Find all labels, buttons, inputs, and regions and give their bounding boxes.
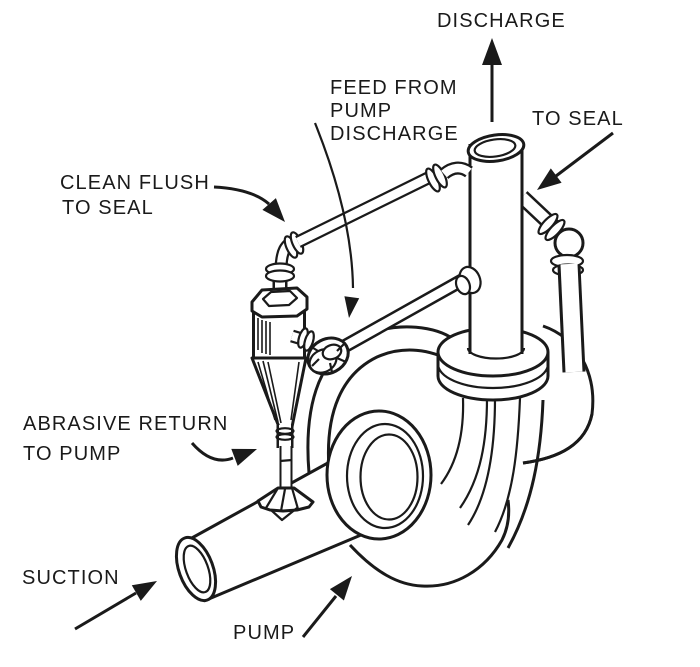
feed-leader-line [313, 122, 355, 289]
throat-band-line [440, 397, 465, 485]
suction-arrow-line [74, 591, 137, 631]
pump-arrow-line [301, 595, 338, 638]
suction-pipe-bore [182, 544, 212, 594]
tee-fitting-hub [321, 343, 343, 361]
cyclone-skirt-facet [265, 487, 279, 509]
cyclone-cone-hatch [262, 360, 279, 423]
throat-band-line [459, 397, 489, 509]
cyclone-hex-cap-facet [261, 289, 299, 308]
hub-inner-ring [359, 433, 419, 521]
suction-arrow-head [131, 581, 157, 601]
tee-stub-ring [303, 330, 315, 352]
discharge-pipe [466, 133, 526, 360]
flush-piping [290, 161, 482, 376]
cyclone-cone-hatch [290, 361, 300, 421]
discharge-pipe-mouth-bore [473, 138, 517, 158]
abrasive-return-arrow-head [231, 448, 257, 466]
coupling-rim [275, 433, 295, 441]
tee-fitting-ridge [311, 358, 320, 367]
cyclone-cone-hatch [267, 361, 282, 424]
label-suction: SUCTION [22, 567, 120, 589]
label-pump: PUMP [233, 622, 295, 644]
tee-fitting-ridge [336, 356, 347, 364]
label-abrasive-line2: TO PUMP [23, 443, 121, 465]
cyclone-skirt-facet [290, 487, 300, 510]
tube-joint-line [279, 458, 293, 463]
abrasive-return-arrow-line [190, 442, 234, 462]
flange-hole-rim [466, 347, 526, 360]
tee-fitting-ridge [336, 343, 345, 352]
throat-band-line [494, 397, 522, 533]
clean-flush-arrow-line [213, 185, 270, 206]
union-elbow-piece-bore [441, 163, 472, 178]
seal-flush-line [516, 191, 595, 465]
casing-front-face-arc [326, 348, 451, 470]
to-seal-arrow-head [537, 168, 562, 190]
cyclone-skirt-tip [270, 507, 298, 522]
cyclone-skirt [256, 486, 315, 513]
suction-pipe-bottom-edge [203, 525, 381, 603]
seal-pipe-vertical-bore [560, 263, 583, 373]
cyclone-cone-hatch [257, 361, 276, 421]
impeller-hub [325, 409, 433, 541]
tee-fitting-ridge [309, 345, 319, 352]
label-clean-flush-line1: CLEAN FLUSH [60, 172, 210, 194]
annotation-labels: DISCHARGE FEED FROM PUMP DISCHARGE TO SE… [22, 10, 624, 644]
seal-elbow-body [553, 227, 585, 259]
label-to-seal: TO SEAL [532, 108, 624, 130]
discharge-tap-fitting-ring [454, 274, 472, 296]
to-seal-arrow-line [555, 131, 614, 178]
label-discharge: DISCHARGE [437, 10, 566, 32]
clean-flush-pipe-bore [296, 173, 432, 246]
cyclone-collar [264, 269, 296, 283]
label-feed-line3: DISCHARGE [330, 123, 459, 145]
label-feed-line1: FEED FROM [330, 77, 458, 99]
throat-band-line [467, 397, 497, 526]
clean-flush-arrow-head [262, 198, 285, 222]
casing-bottom-arc [348, 499, 511, 588]
discharge-arrow-head [482, 38, 502, 65]
annotation-arrows [74, 38, 614, 638]
label-clean-flush-line2: TO SEAL [62, 197, 154, 219]
label-feed-line2: PUMP [330, 100, 392, 122]
pump-arrow-head [329, 576, 352, 601]
cyclone-separator [250, 231, 315, 522]
casing-rear-shell-front-edge [522, 413, 594, 465]
feed-pipe-bore [335, 273, 471, 354]
cyclone-skirt-facet [279, 488, 287, 512]
throat-band-edge [506, 399, 545, 549]
feed-leader-arrow-head [344, 296, 360, 318]
tee-fitting-ridge [328, 362, 334, 373]
label-abrasive-line1: ABRASIVE RETURN [23, 413, 228, 435]
flange-rim-line [436, 363, 550, 390]
